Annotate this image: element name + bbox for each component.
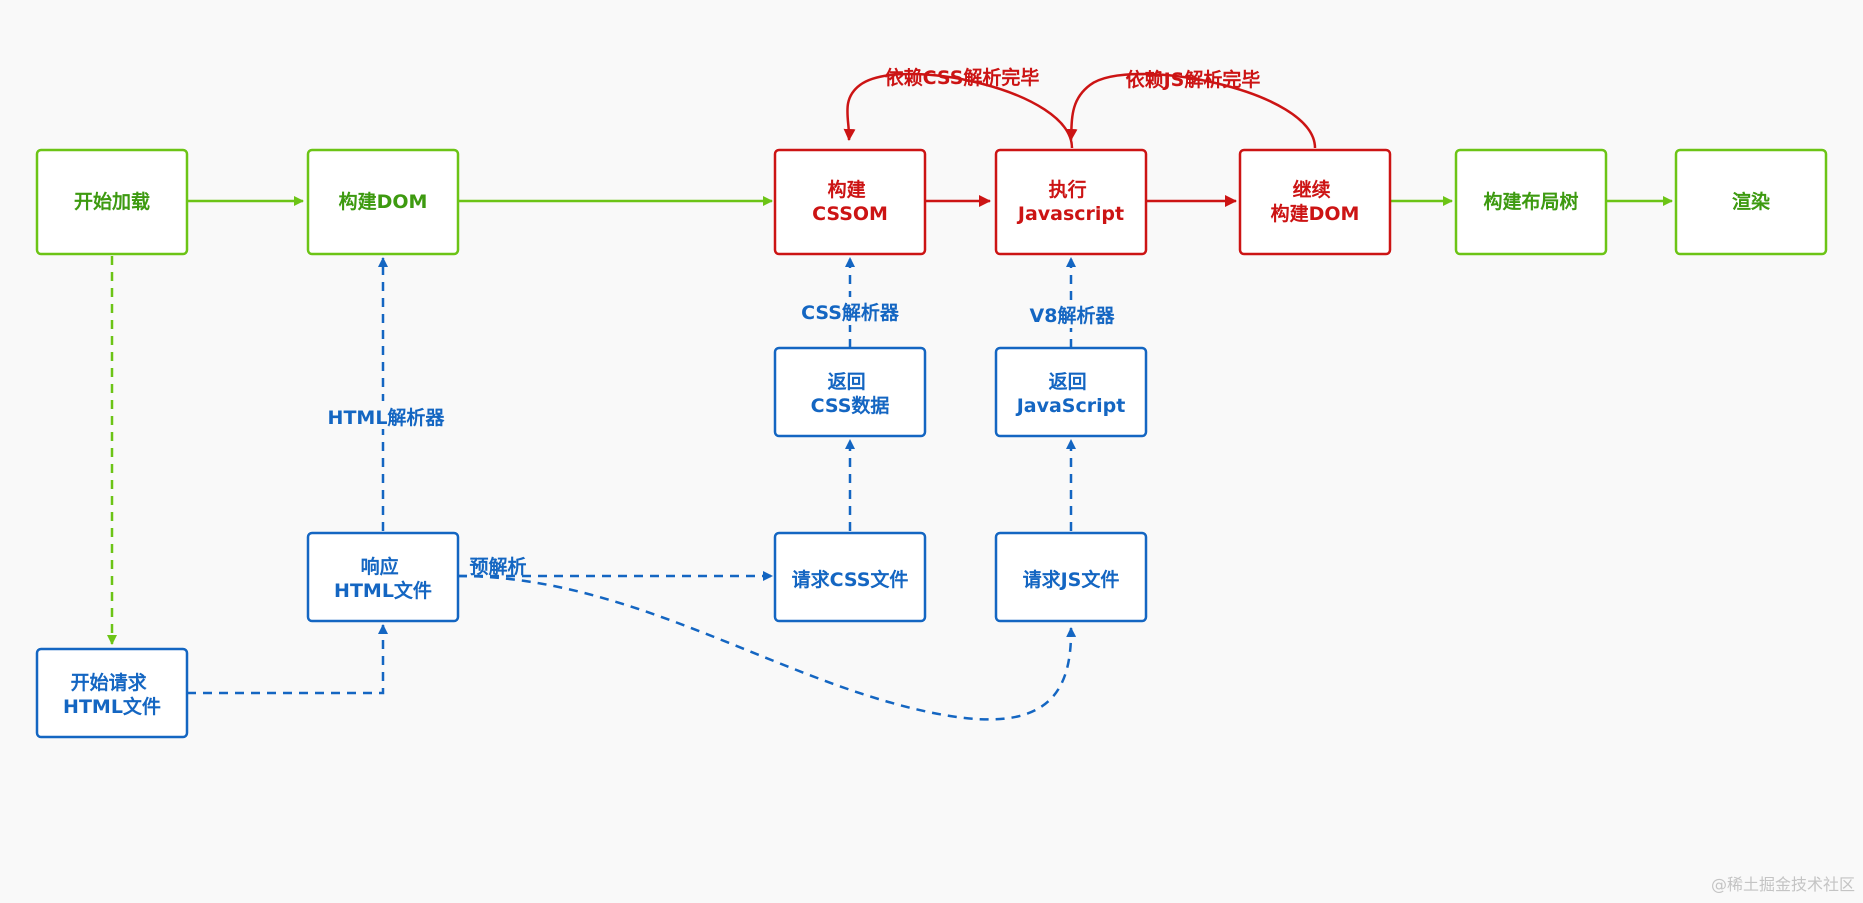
label-css-parser: CSS解析器 bbox=[801, 301, 900, 324]
node-build-cssom-label: 构建 CSSOM bbox=[812, 178, 888, 225]
label-depends-js: 依赖JS解析完毕 bbox=[1126, 68, 1261, 91]
node-return-css-data-label: 返回 CSS数据 bbox=[811, 371, 890, 417]
node-exec-javascript: 执行 Javascript bbox=[994, 148, 1148, 256]
node-render: 渲染 bbox=[1674, 148, 1828, 256]
label-preparse: 预解析 bbox=[469, 555, 526, 578]
label-v8-parser: V8解析器 bbox=[1030, 304, 1116, 327]
node-exec-javascript-label: 执行 Javascript bbox=[1016, 178, 1124, 225]
edge-request-html-to-response bbox=[187, 624, 388, 695]
node-start-request-html-label: 开始请求 HTML文件 bbox=[63, 671, 161, 718]
node-build-dom: 构建DOM bbox=[306, 148, 460, 256]
edge-depends-css-curve bbox=[843, 72, 1074, 149]
node-return-css-data: 返回 CSS数据 bbox=[773, 346, 927, 438]
watermark: @稀土掘金技术社区 bbox=[1710, 875, 1855, 894]
node-build-dom-label: 构建DOM bbox=[339, 190, 428, 213]
node-start-load-label: 开始加载 bbox=[74, 190, 150, 213]
edge-response-to-request-js bbox=[457, 574, 1077, 721]
node-response-html-file-label: 响应 HTML文件 bbox=[334, 555, 432, 602]
label-depends-css: 依赖CSS解析完毕 bbox=[885, 66, 1040, 89]
node-request-css-file-label: 请求CSS文件 bbox=[792, 568, 909, 591]
node-return-javascript-label: 返回 JavaScript bbox=[1015, 371, 1126, 417]
node-build-layout-tree: 构建布局树 bbox=[1454, 148, 1608, 256]
node-continue-build-dom-label: 继续 构建DOM bbox=[1271, 178, 1360, 225]
node-response-html-file: 响应 HTML文件 bbox=[306, 531, 460, 623]
label-html-parser: HTML解析器 bbox=[328, 406, 446, 429]
node-build-cssom: 构建 CSSOM bbox=[773, 148, 927, 256]
edge-depends-js-curve bbox=[1065, 72, 1317, 149]
node-return-javascript: 返回 JavaScript bbox=[994, 346, 1148, 438]
node-request-js-file: 请求JS文件 bbox=[994, 531, 1148, 623]
node-request-js-file-label: 请求JS文件 bbox=[1023, 568, 1120, 591]
node-start-request-html: 开始请求 HTML文件 bbox=[35, 647, 189, 739]
node-request-css-file: 请求CSS文件 bbox=[773, 531, 927, 623]
node-continue-build-dom: 继续 构建DOM bbox=[1238, 148, 1392, 256]
node-build-layout-tree-label: 构建布局树 bbox=[1483, 190, 1578, 213]
node-start-load: 开始加载 bbox=[35, 148, 189, 256]
node-render-label: 渲染 bbox=[1732, 190, 1770, 213]
